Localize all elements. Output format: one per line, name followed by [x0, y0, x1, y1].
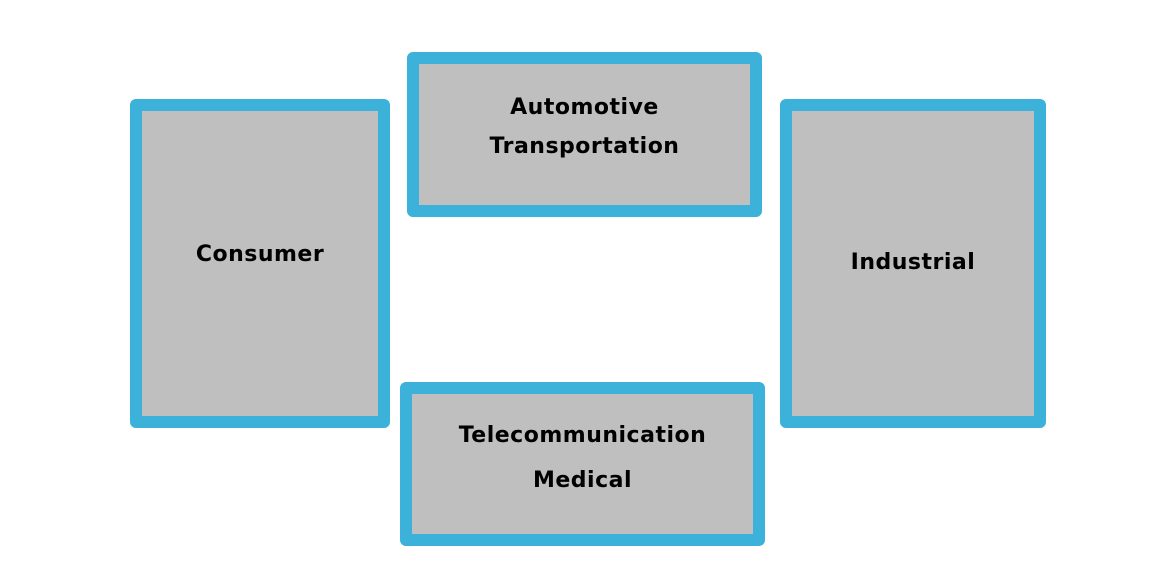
box-label-telecommunication: Telecommunication — [458, 423, 707, 448]
telecommunication-medical-box: Telecommunication Medical — [400, 382, 765, 546]
automotive-transportation-box: Automotive Transportation — [407, 52, 762, 217]
box-label-transportation: Transportation — [489, 134, 680, 159]
consumer-box: Consumer — [130, 99, 390, 428]
box-label-consumer: Consumer — [195, 242, 325, 267]
box-label-industrial: Industrial — [850, 250, 976, 275]
industrial-box: Industrial — [780, 99, 1046, 428]
box-label-medical: Medical — [532, 468, 633, 493]
box-label-automotive: Automotive — [510, 95, 659, 120]
